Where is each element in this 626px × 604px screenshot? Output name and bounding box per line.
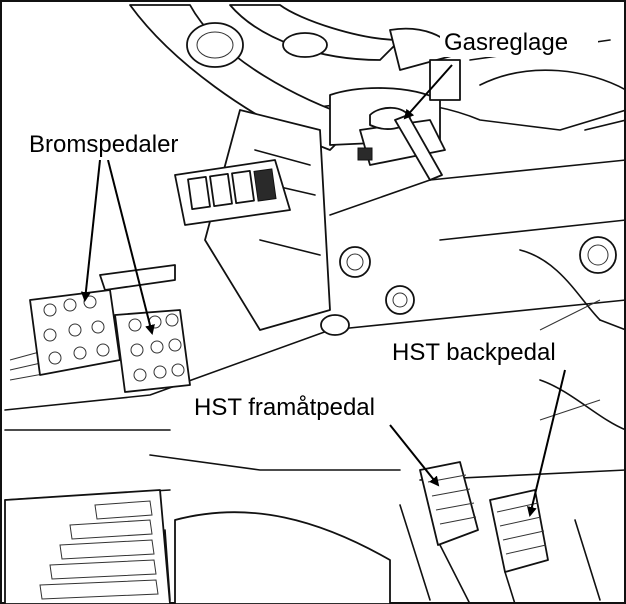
- brake-label: Bromspedaler: [29, 131, 178, 158]
- bolts: [320, 236, 617, 336]
- hst-forward-arrow: [389, 424, 440, 487]
- gas-arrow: [403, 64, 453, 120]
- hst-back-label: HST backpedal: [392, 339, 556, 366]
- gas-lever: [357, 59, 461, 181]
- hst-forward-label-bg: [190, 390, 438, 424]
- steering-column: [129, 4, 456, 331]
- floor-grille: [4, 489, 391, 604]
- brake-arrow-right: [107, 159, 155, 335]
- brake-pedals: [29, 264, 191, 393]
- switch-panel: [174, 159, 291, 226]
- brake-label-bg: [25, 128, 217, 160]
- labels: Gasreglage Bromspedaler HST backpedal HS…: [25, 25, 618, 424]
- annotation-arrows: [80, 64, 566, 517]
- hst-forward-label: HST framåtpedal: [194, 394, 375, 421]
- gas-label: Gasreglage: [444, 29, 568, 56]
- brake-arrow-left: [80, 159, 101, 302]
- hst-back-arrow: [527, 369, 566, 517]
- gas-label-bg: [440, 25, 598, 57]
- hst-back-label-bg: [388, 335, 618, 369]
